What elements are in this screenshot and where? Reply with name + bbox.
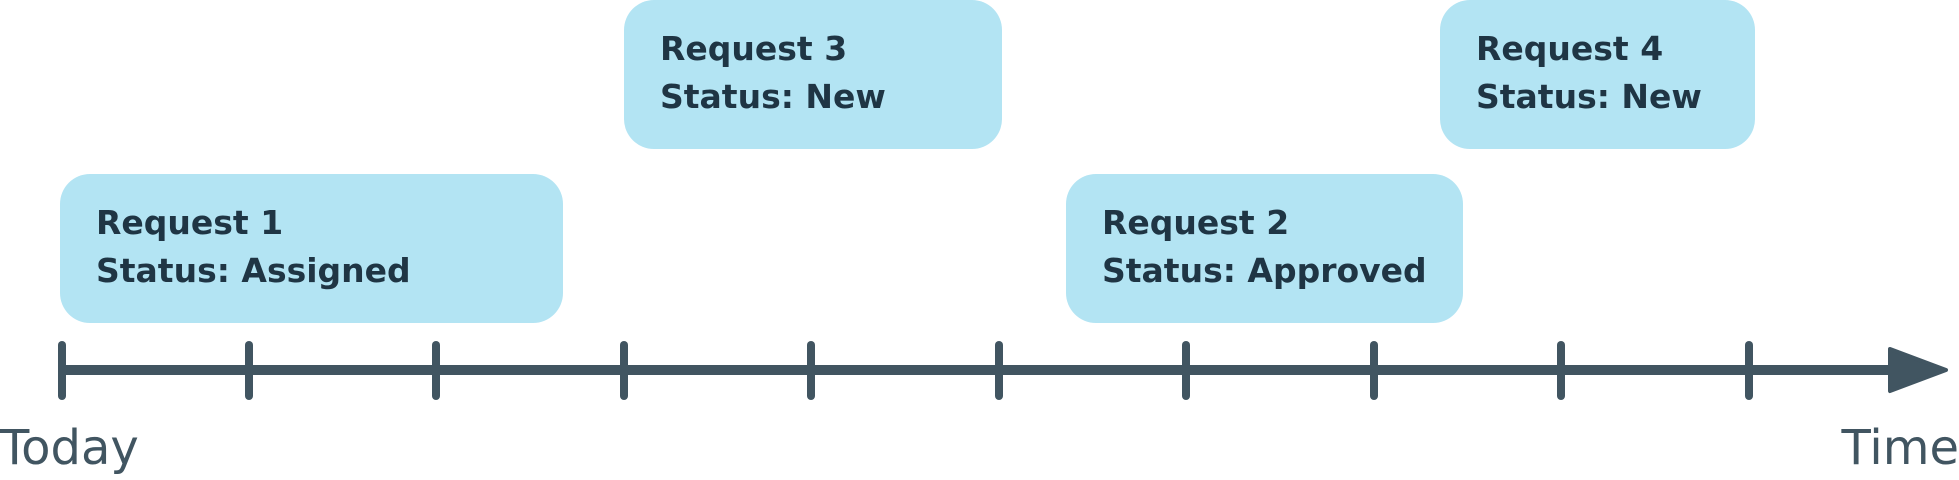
arrowhead-icon bbox=[1888, 347, 1948, 393]
timeline-end-label: Time bbox=[1841, 420, 1959, 476]
request-status: Status: Approved bbox=[1102, 251, 1427, 290]
request-title: Request 2 bbox=[1102, 203, 1290, 242]
request-status: Status: New bbox=[660, 77, 886, 116]
request-status: Status: New bbox=[1476, 77, 1702, 116]
request-title: Request 4 bbox=[1476, 29, 1664, 68]
request-status: Status: Assigned bbox=[96, 251, 411, 290]
request-card-2: Request 2 Status: Approved bbox=[1066, 174, 1463, 323]
timeline-start-label: Today bbox=[0, 420, 139, 476]
request-card-4: Request 4 Status: New bbox=[1440, 0, 1755, 149]
request-title: Request 1 bbox=[96, 203, 284, 242]
request-title: Request 3 bbox=[660, 29, 848, 68]
request-card-3: Request 3 Status: New bbox=[624, 0, 1002, 149]
timeline-ticks bbox=[58, 341, 1753, 400]
request-card-1: Request 1 Status: Assigned bbox=[60, 174, 563, 323]
